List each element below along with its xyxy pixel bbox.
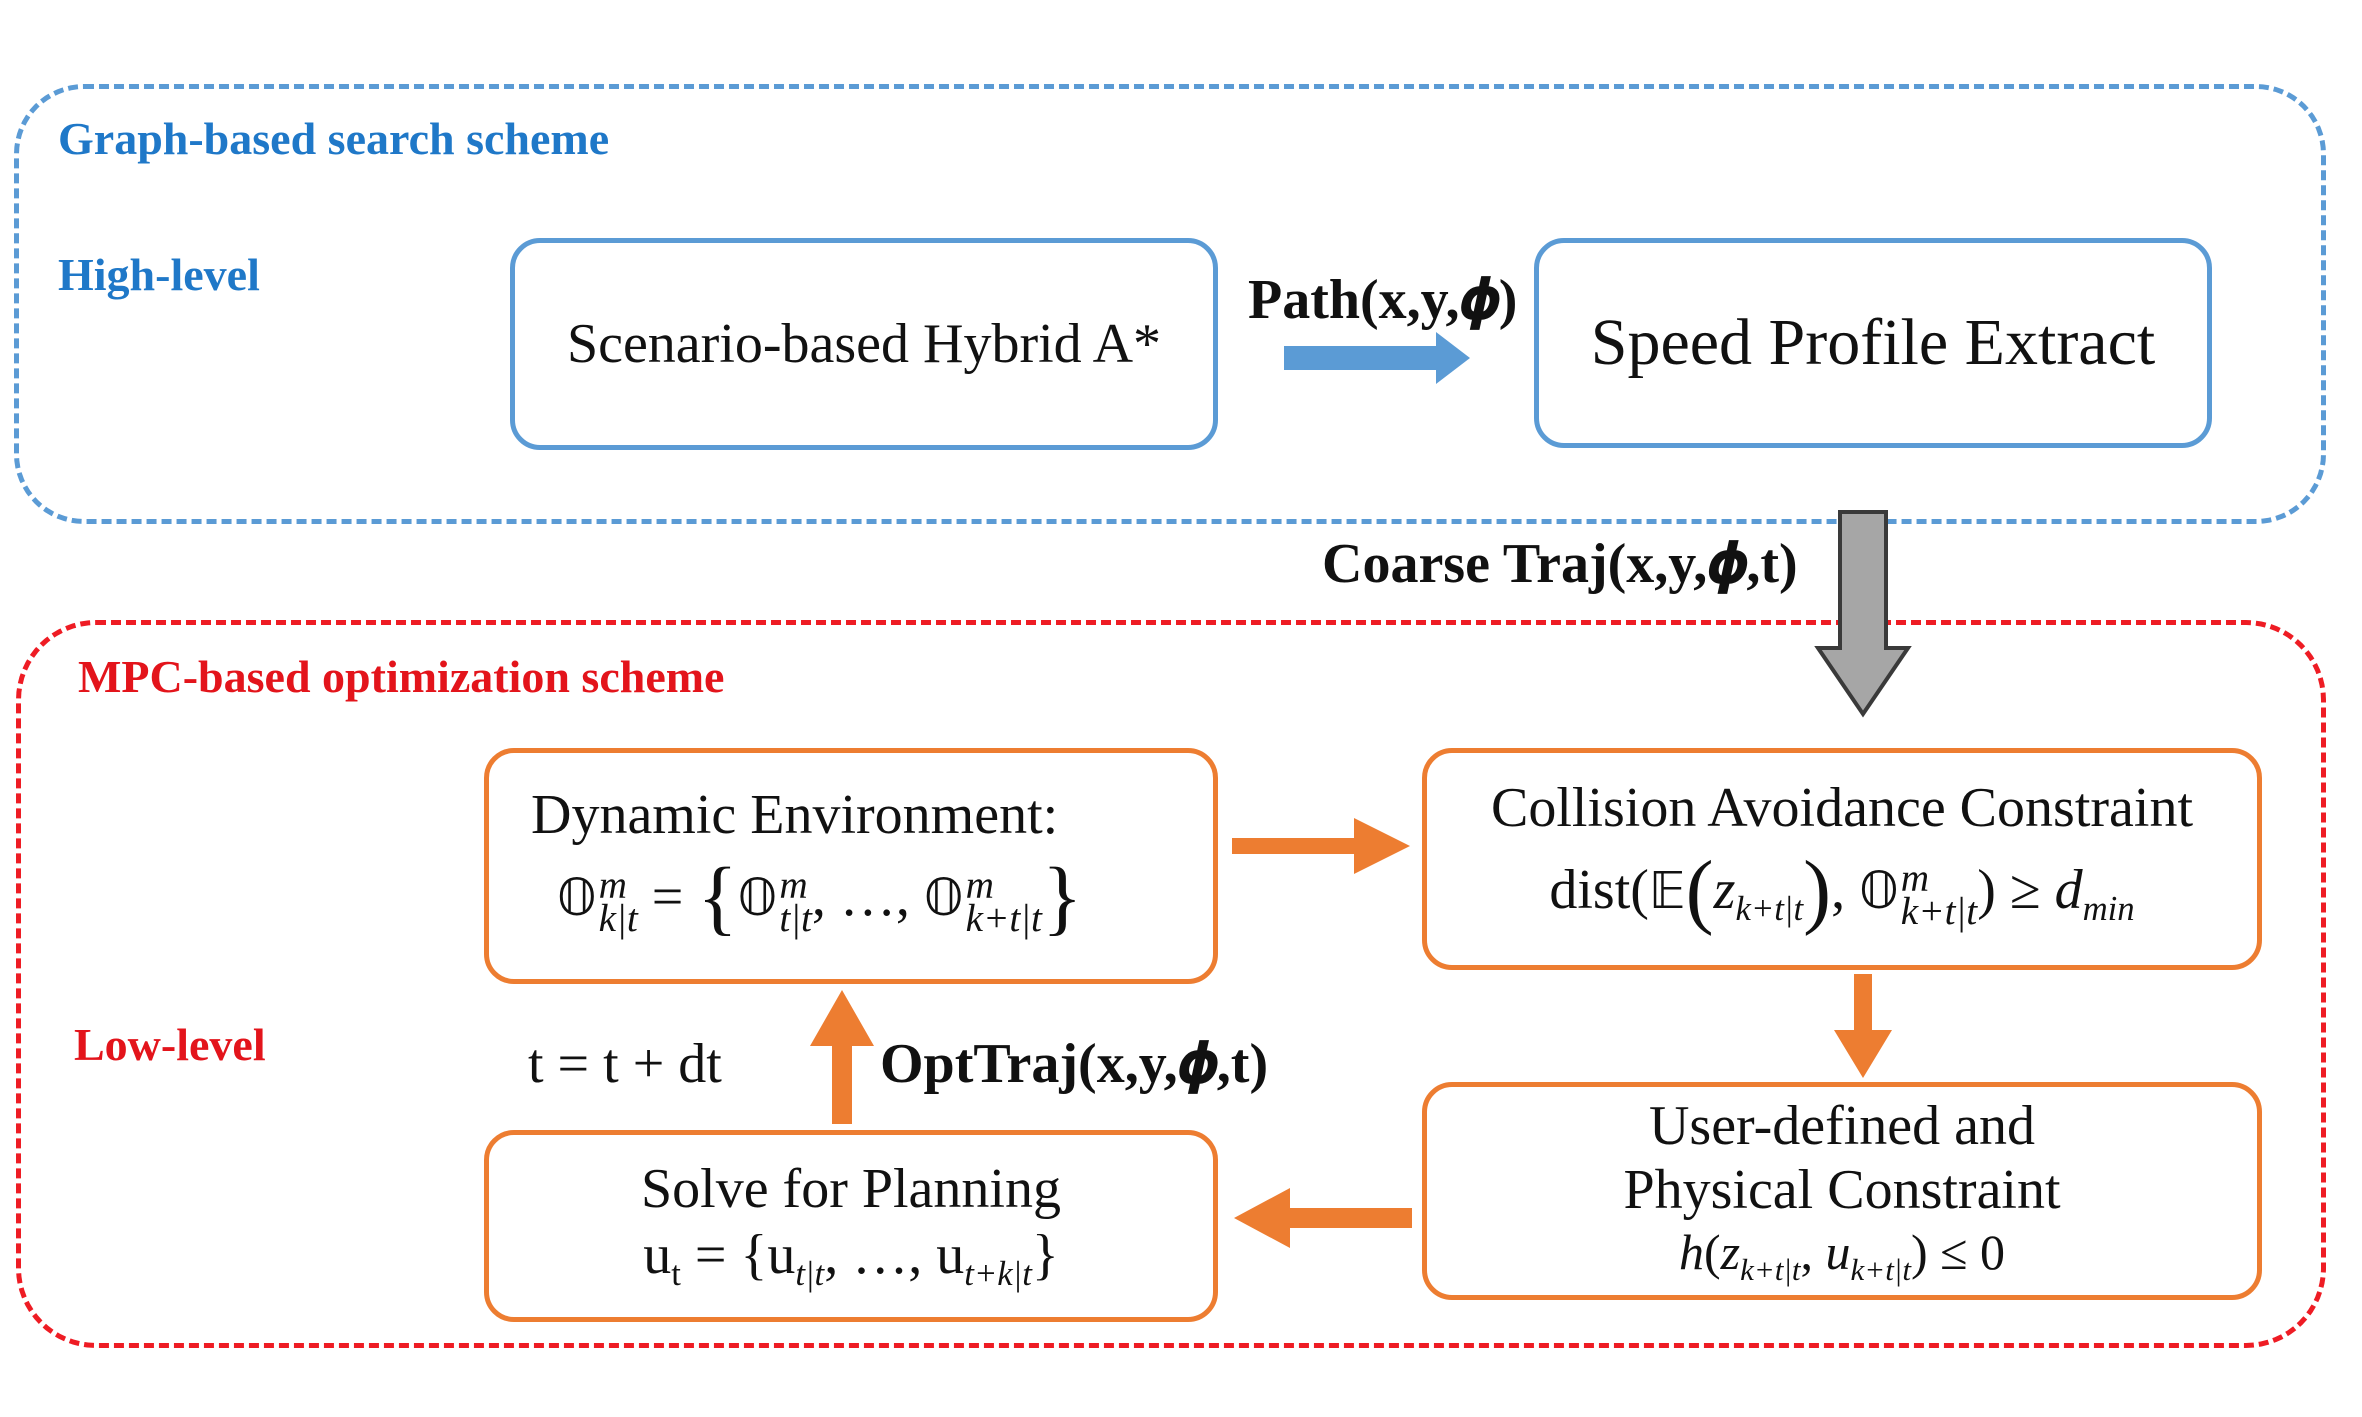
solve-to-env-arrow [810, 990, 874, 1124]
speed-profile-node: Speed Profile Extract [1534, 238, 2212, 448]
low-level-group [16, 620, 2326, 1348]
dynamic-env-label: Dynamic Environment: [531, 784, 1059, 847]
solve-node: Solve for Planning ut = {ut|t, …, ut+k|t… [484, 1130, 1218, 1322]
user-defined-label-2: Physical Constraint [1623, 1158, 2061, 1221]
path-arrow [1284, 332, 1470, 384]
coarse-traj-edge-label: Coarse Traj(x,y,𝝓,t) [1322, 533, 1798, 595]
user-defined-label-1: User-defined and [1648, 1094, 2036, 1157]
constraint-to-solve-arrow [1234, 1188, 1412, 1248]
path-edge-label: Path(x,y,𝝓) [1248, 269, 1518, 331]
high-level-group [14, 84, 2326, 524]
coarse-traj-arrow [1814, 510, 1912, 718]
user-defined-formula: h(zk+t|t, uk+t|t) ≤ 0 [1678, 1224, 2006, 1288]
high-group-title: Graph-based search scheme [58, 113, 610, 164]
time-update-label: t = t + dt [528, 1033, 722, 1095]
speed-profile-label: Speed Profile Extract [1590, 306, 2156, 380]
low-level-label: Low-level [74, 1019, 266, 1070]
solve-formula: ut = {ut|t, …, ut+k|t} [643, 1223, 1059, 1293]
collision-to-constraint-arrow [1834, 974, 1892, 1078]
high-level-label: High-level [58, 249, 260, 300]
hybrid-astar-node: Scenario-based Hybrid A* [510, 238, 1218, 450]
hybrid-astar-label: Scenario-based Hybrid A* [566, 312, 1162, 375]
low-group-title: MPC-based optimization scheme [78, 651, 725, 702]
user-defined-constraint-node: User-defined and Physical Constraint h(z… [1422, 1082, 2262, 1300]
env-to-collision-arrow [1232, 818, 1410, 874]
opt-traj-edge-label: OptTraj(x,y,𝝓,t) [880, 1033, 1269, 1095]
solve-label: Solve for Planning [641, 1158, 1061, 1221]
collision-label: Collision Avoidance Constraint [1490, 777, 2194, 840]
collision-node: Collision Avoidance Constraint dist(𝔼(zk… [1422, 748, 2262, 970]
